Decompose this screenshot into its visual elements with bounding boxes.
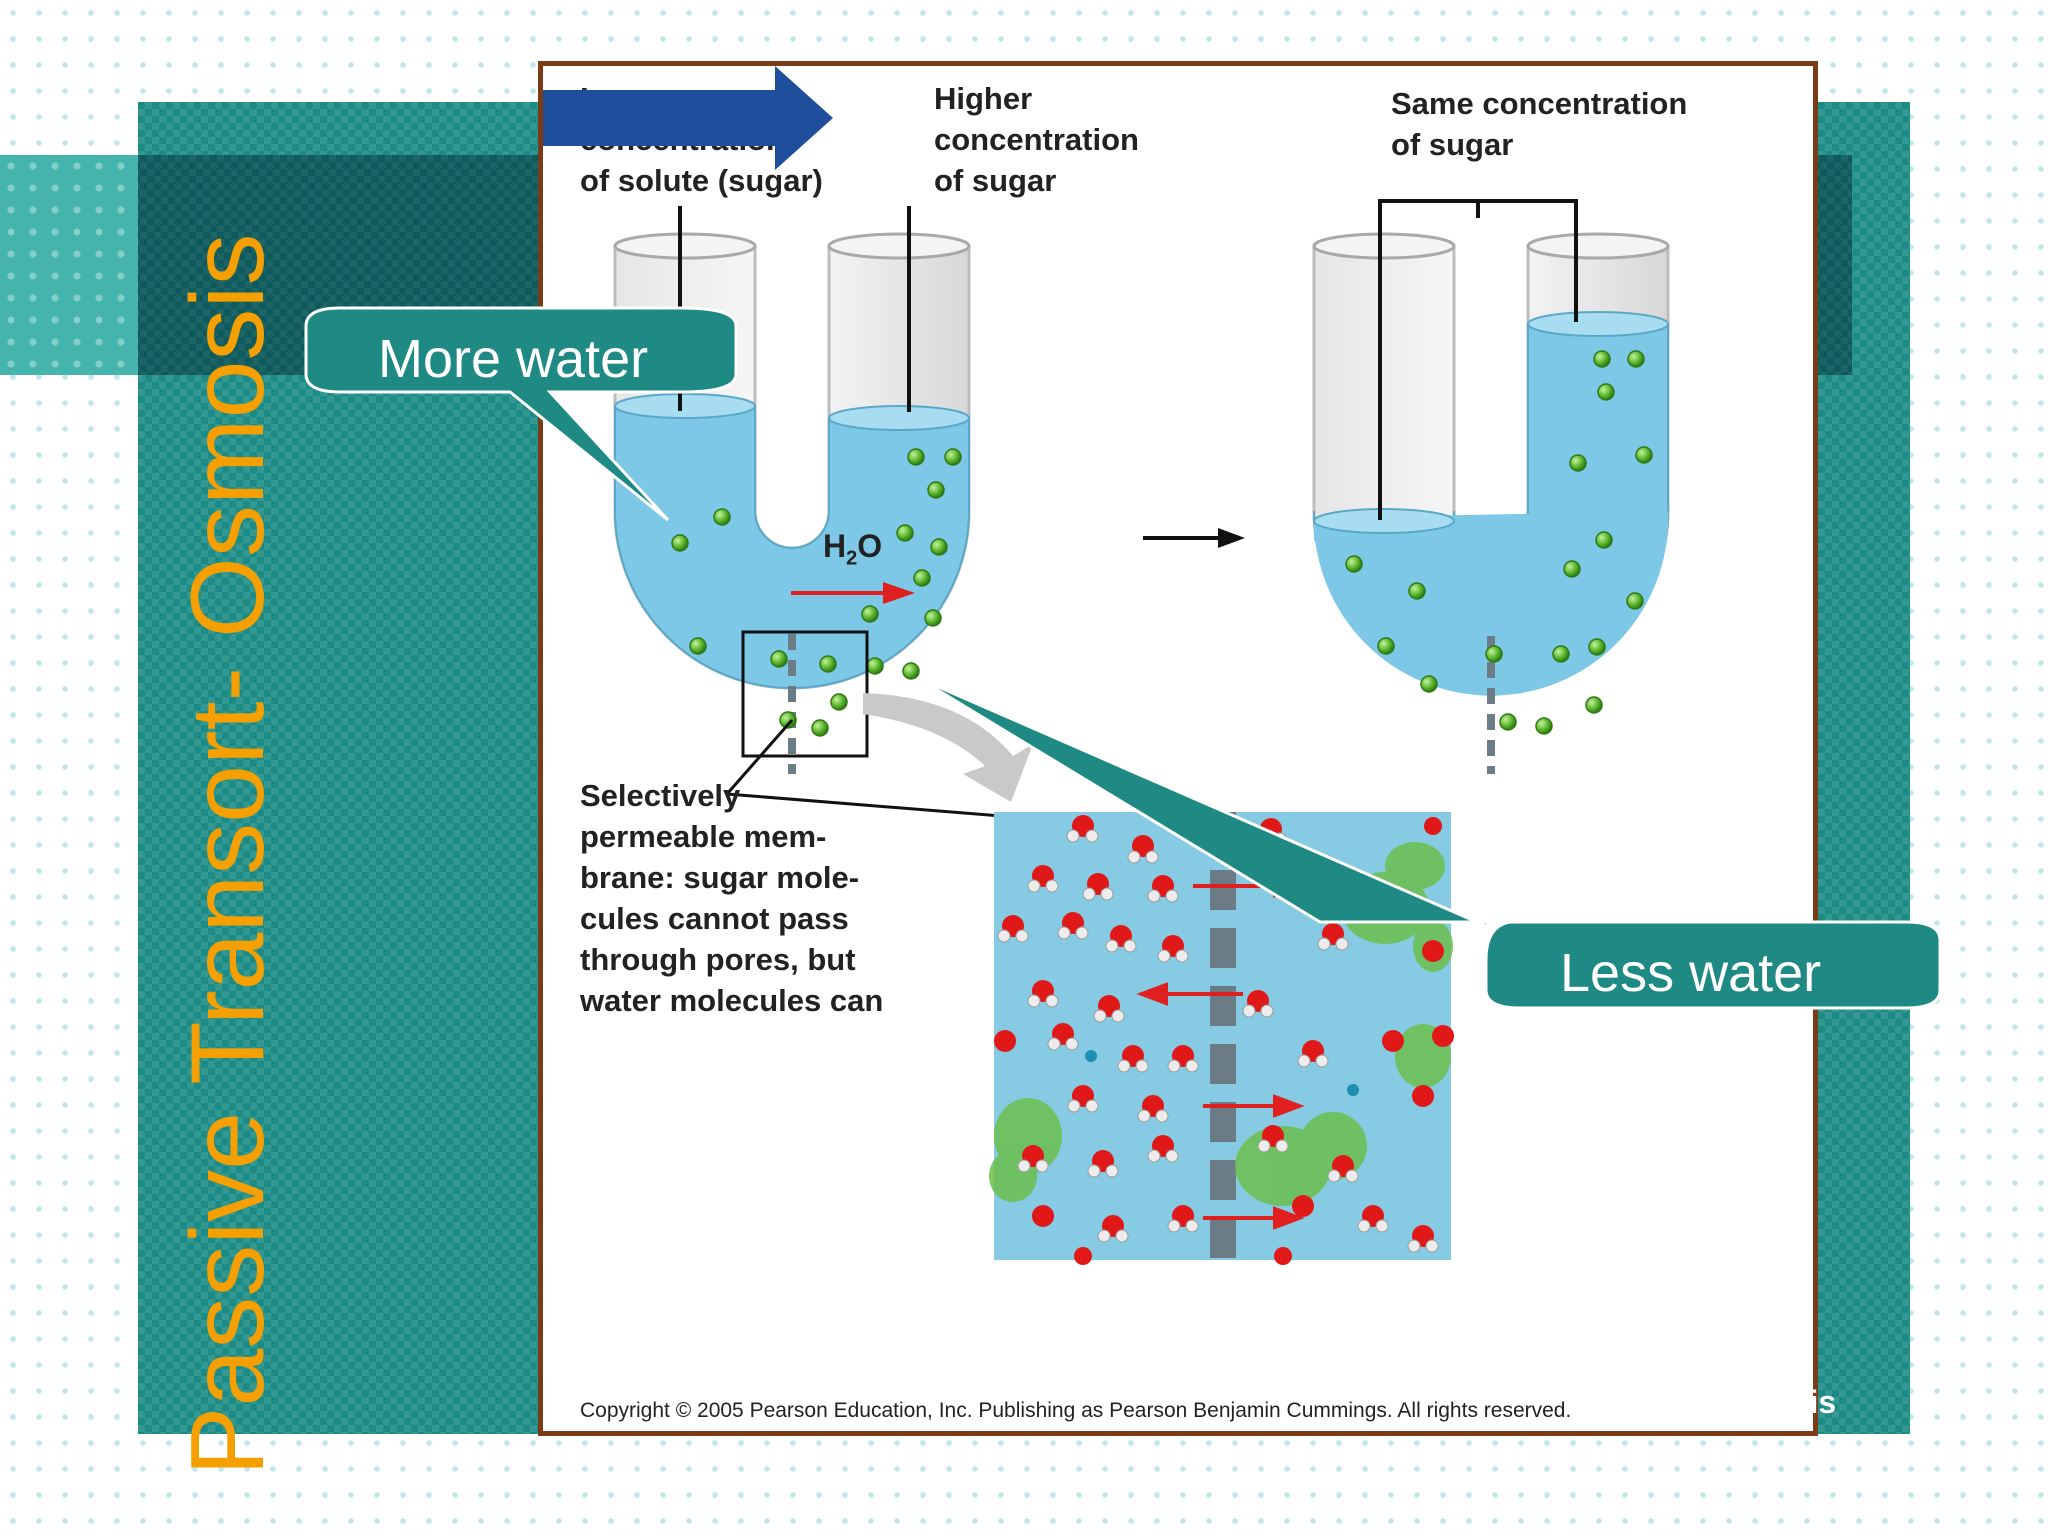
- label-higher-concentration: Higher concentration of sugar: [934, 81, 1139, 198]
- copyright-notice: Copyright © 2005 Pearson Education, Inc.…: [580, 1399, 1572, 1422]
- callout-more-water-text: More water: [378, 329, 649, 389]
- osmosis-arrow-label: Osmosis: [1701, 1384, 1837, 1420]
- light-accent-block: [0, 155, 138, 375]
- figure-drawing: [613, 199, 1670, 1265]
- callout-less-water: [917, 676, 1940, 1010]
- h2o-label: H2O: [823, 528, 883, 570]
- callout-more-water: [304, 306, 738, 522]
- zoom-curve-arrow: [863, 693, 1033, 802]
- slide-title: Passive Transort- Osmosis: [170, 233, 286, 1476]
- label-same-concentration: Same concentration of sugar: [1391, 86, 1688, 162]
- osmosis-figure: Lower concentration of solute (sugar) Hi…: [538, 61, 1836, 1436]
- h2o-arrow: [791, 582, 915, 604]
- membrane-caption: Selectively permeable mem- brane: sugar …: [580, 778, 884, 1018]
- u-tube-right: [1312, 199, 1670, 774]
- osmosis-direction-arrow: [543, 66, 833, 170]
- callout-less-water-text: Less water: [1560, 943, 1822, 1003]
- process-arrow: [1143, 528, 1245, 548]
